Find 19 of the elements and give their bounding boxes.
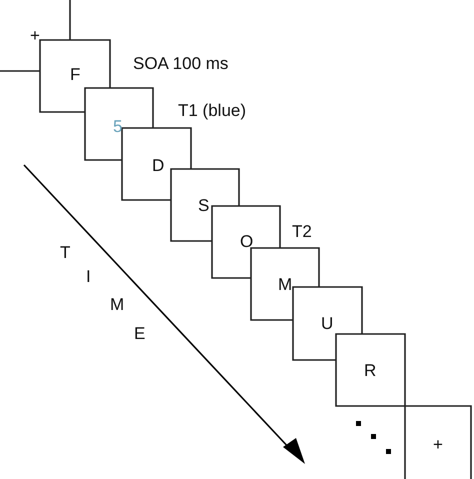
stimulus-character: F: [70, 66, 80, 83]
stimulus-character: +: [433, 436, 443, 453]
stimulus-character: O: [240, 233, 254, 250]
stimulus-frame: [405, 406, 471, 479]
stimulus-character: U: [321, 315, 334, 332]
condition-label: T1 (blue): [178, 102, 246, 119]
stimulus-character: M: [278, 276, 292, 293]
stimulus-character: S: [198, 197, 210, 214]
stimulus-frame: [336, 334, 405, 406]
time-letter: T: [60, 244, 70, 261]
condition-label: T2: [292, 223, 312, 240]
time-letter: I: [86, 268, 91, 285]
stimulus-character: 5: [113, 118, 122, 135]
condition-label: SOA 100 ms: [133, 55, 228, 72]
stimulus-character: R: [364, 362, 376, 379]
stimulus-character: +: [30, 27, 40, 44]
time-letter: M: [110, 296, 124, 313]
time-letter: E: [134, 325, 146, 342]
stimulus-character: D: [152, 157, 164, 174]
